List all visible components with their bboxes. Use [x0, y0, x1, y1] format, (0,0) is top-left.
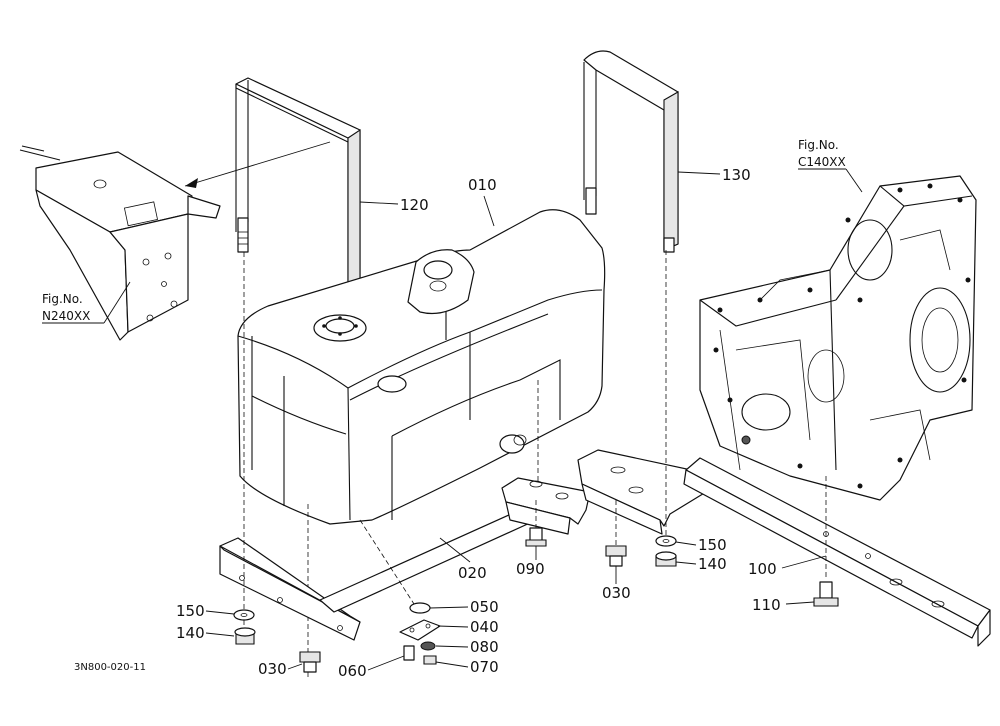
label-080: 080	[435, 638, 499, 656]
svg-text:060: 060	[338, 662, 367, 680]
strap-120	[235, 77, 361, 309]
svg-text:140: 140	[698, 555, 727, 573]
label-040: 040	[437, 618, 499, 636]
svg-text:030: 030	[258, 660, 287, 678]
svg-text:030: 030	[602, 584, 631, 602]
bolt-090	[525, 527, 547, 547]
svg-text:Fig.No.: Fig.No.	[798, 138, 839, 152]
svg-text:140: 140	[176, 624, 205, 642]
o-ring-050	[409, 602, 431, 614]
svg-text:130: 130	[722, 166, 751, 184]
label-090: 090	[516, 546, 545, 578]
mounting-bracket-n240xx	[19, 145, 221, 341]
label-140-right: 140	[675, 555, 727, 573]
transmission-case-c140xx	[699, 175, 977, 501]
bolt-030-left	[299, 651, 321, 673]
svg-text:010: 010	[468, 176, 497, 194]
tank-frame-020	[219, 477, 591, 641]
svg-text:090: 090	[516, 560, 545, 578]
bracket-to-strap-arrow	[184, 141, 331, 187]
arrow-head	[185, 178, 198, 188]
label-100: 100	[748, 555, 827, 578]
svg-text:020: 020	[458, 564, 487, 582]
label-150-right: 150	[675, 536, 727, 554]
label-130: 130	[677, 166, 751, 184]
bolt-030-right	[605, 545, 627, 567]
svg-text:120: 120	[400, 196, 429, 214]
label-010: 010	[468, 176, 497, 227]
label-070: 070	[435, 658, 499, 676]
svg-text:Fig.No.: Fig.No.	[42, 292, 83, 306]
screw-070	[423, 655, 437, 665]
svg-text:040: 040	[470, 618, 499, 636]
reference-c140xx: Fig.No. C140XX	[798, 138, 863, 193]
label-110: 110	[752, 596, 815, 614]
svg-text:070: 070	[470, 658, 499, 676]
label-120: 120	[359, 196, 429, 214]
label-030-left: 030	[258, 660, 303, 678]
fuel-tank-010	[237, 209, 606, 680]
label-020: 020	[439, 537, 487, 582]
washer-150-left	[233, 609, 255, 621]
nut-140-right	[655, 551, 677, 567]
svg-text:110: 110	[752, 596, 781, 614]
drawing-code: 3N800-020-11	[74, 662, 146, 673]
label-050: 050	[429, 598, 499, 616]
bolt-110	[813, 581, 839, 607]
svg-text:C140XX: C140XX	[798, 155, 846, 169]
support-rail-100	[577, 449, 991, 647]
plate-040	[399, 619, 441, 641]
label-140-left: 140	[176, 624, 235, 642]
assembly-line	[359, 519, 415, 605]
label-030-right: 030	[602, 566, 631, 602]
svg-text:N240XX: N240XX	[42, 309, 90, 323]
svg-text:080: 080	[470, 638, 499, 656]
nut-140-left	[234, 627, 256, 645]
svg-text:150: 150	[176, 602, 205, 620]
label-060: 060	[338, 655, 405, 680]
screw-060	[403, 645, 415, 661]
svg-text:150: 150	[698, 536, 727, 554]
washer-080	[420, 641, 436, 651]
washer-150-right	[655, 535, 677, 547]
reference-n240xx: Fig.No. N240XX	[42, 281, 131, 324]
svg-text:050: 050	[470, 598, 499, 616]
svg-text:100: 100	[748, 560, 777, 578]
strap-130	[583, 50, 679, 253]
label-150-left: 150	[176, 602, 235, 620]
